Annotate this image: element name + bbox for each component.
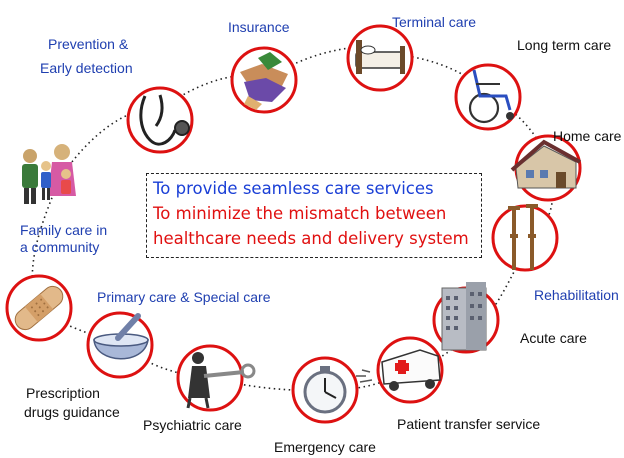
- center-statement-box: To provide seamless care services To min…: [146, 173, 482, 258]
- label-terminal-care: Terminal care: [392, 14, 477, 30]
- label-prescription-line1: Prescription: [26, 385, 100, 401]
- label-patient-transfer: Patient transfer service: [397, 416, 541, 432]
- stopwatch-icon: [291, 356, 359, 424]
- mortar-pestle-icon: [86, 311, 154, 379]
- hospital-building-icon: [432, 282, 500, 354]
- house-icon: [510, 134, 582, 202]
- ambulance-icon: [356, 336, 444, 404]
- center-line-3: healthcare needs and delivery system: [153, 229, 469, 248]
- person-with-key-icon: [176, 344, 256, 412]
- handshake-icon: [230, 46, 298, 114]
- label-prevention-line2: Early detection: [40, 60, 133, 76]
- label-family-care-line2: a community: [20, 239, 100, 255]
- wheelchair-icon: [454, 63, 522, 131]
- label-primary-care: Primary care & Special care: [97, 289, 271, 305]
- label-family-care-line1: Family care in: [20, 222, 108, 238]
- label-home-care: Home care: [553, 128, 622, 144]
- label-emergency-care: Emergency care: [274, 439, 376, 455]
- label-prescription-line2: drugs guidance: [24, 404, 120, 420]
- label-insurance: Insurance: [228, 19, 290, 35]
- label-acute-care: Acute care: [520, 330, 587, 346]
- dotted-cycle-path: [31, 46, 554, 392]
- label-prevention-line1: Prevention &: [48, 36, 129, 52]
- stethoscope-icon: [126, 86, 194, 154]
- label-psychiatric-care: Psychiatric care: [143, 417, 242, 433]
- family-icon: [22, 144, 76, 204]
- center-line-2: To minimize the mismatch between: [153, 204, 447, 223]
- center-line-1: To provide seamless care services: [153, 179, 434, 198]
- label-rehabilitation: Rehabilitation: [534, 287, 619, 303]
- bed-icon: [346, 24, 414, 92]
- label-long-term-care: Long term care: [517, 37, 612, 53]
- crutches-icon: [491, 204, 559, 272]
- bandage-icon: [5, 274, 73, 342]
